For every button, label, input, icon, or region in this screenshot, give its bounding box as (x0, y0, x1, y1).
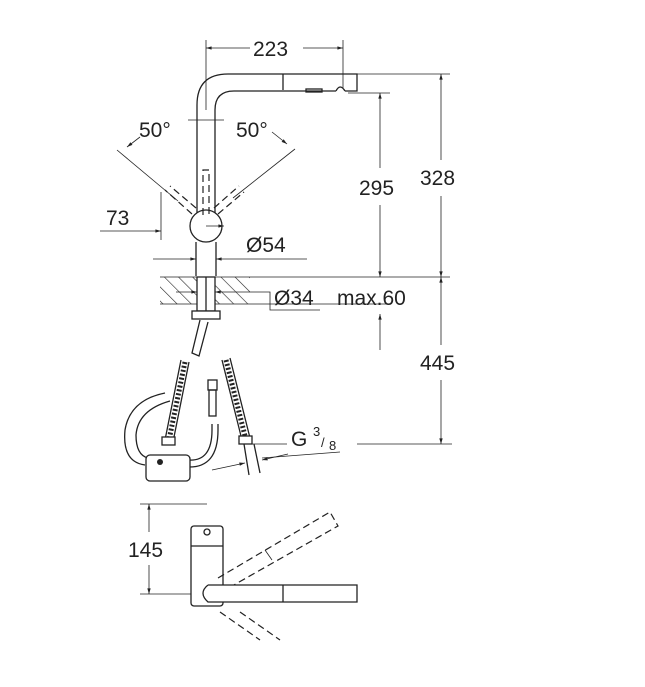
label-angle-right: 50° (236, 119, 268, 142)
label-145: 145 (128, 539, 163, 562)
label-d34: Ø34 (274, 287, 314, 310)
label-g-num: 3 (313, 424, 320, 439)
dim-lever-offset (100, 192, 162, 240)
label-223: 223 (253, 38, 288, 61)
label-73: 73 (106, 207, 129, 230)
dim-heights (357, 74, 452, 445)
fraction-slash: / (321, 435, 325, 450)
label-angle-left: 50° (139, 119, 171, 142)
label-445: 445 (420, 352, 455, 375)
dim-spout-reach: 223 (205, 38, 344, 110)
label-295: 295 (359, 177, 394, 200)
label-max60: max.60 (337, 287, 406, 310)
label-g-den: 8 (329, 438, 336, 453)
label-d54: Ø54 (246, 234, 286, 257)
deck-section (160, 276, 450, 320)
label-g: G (291, 428, 307, 451)
faucet-top-view (140, 503, 358, 641)
label-328: 328 (420, 167, 455, 190)
supply-hoses (124, 319, 341, 482)
